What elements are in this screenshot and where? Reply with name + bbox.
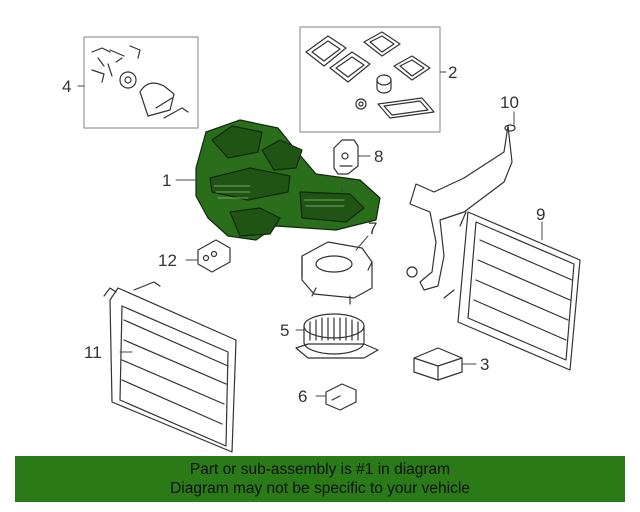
- callout-1: 1: [162, 171, 171, 190]
- part-4-clip-kit: [83, 36, 199, 129]
- callout-4: 4: [62, 77, 71, 96]
- callout-5: 5: [280, 321, 289, 340]
- info-banner: Part or sub-assembly is #1 in diagram Di…: [15, 456, 625, 502]
- callout-10: 10: [500, 93, 519, 112]
- callout-2: 2: [448, 63, 457, 82]
- leader-lines: [77, 71, 543, 397]
- part-5-blower-motor: [295, 313, 379, 359]
- part-12-resistor: [197, 239, 231, 273]
- parts-diagram: 4 2 1 8 7 12 5 6 3 10 9 11: [62, 26, 581, 453]
- part-10-pipe: [406, 124, 516, 291]
- part-9-heater-core: [443, 211, 581, 371]
- part-2-seal-kit: [299, 26, 441, 133]
- banner-line-1: Part or sub-assembly is #1 in diagram: [189, 461, 451, 478]
- part-3-block: [413, 347, 463, 381]
- part-1-hvac-case: [195, 119, 381, 241]
- callout-8: 8: [374, 147, 383, 166]
- part-7-blower-housing: [301, 241, 373, 305]
- callout-12: 12: [158, 251, 177, 270]
- callout-11: 11: [84, 343, 102, 362]
- part-11-evaporator: [103, 281, 237, 453]
- callout-6: 6: [298, 387, 307, 406]
- part-6-resistor: [325, 383, 357, 411]
- callout-3: 3: [480, 355, 489, 374]
- part-8-actuator: [333, 139, 359, 175]
- callout-9: 9: [536, 205, 545, 224]
- callout-7: 7: [368, 219, 377, 238]
- banner-line-2: Diagram may not be specific to your vehi…: [170, 480, 470, 497]
